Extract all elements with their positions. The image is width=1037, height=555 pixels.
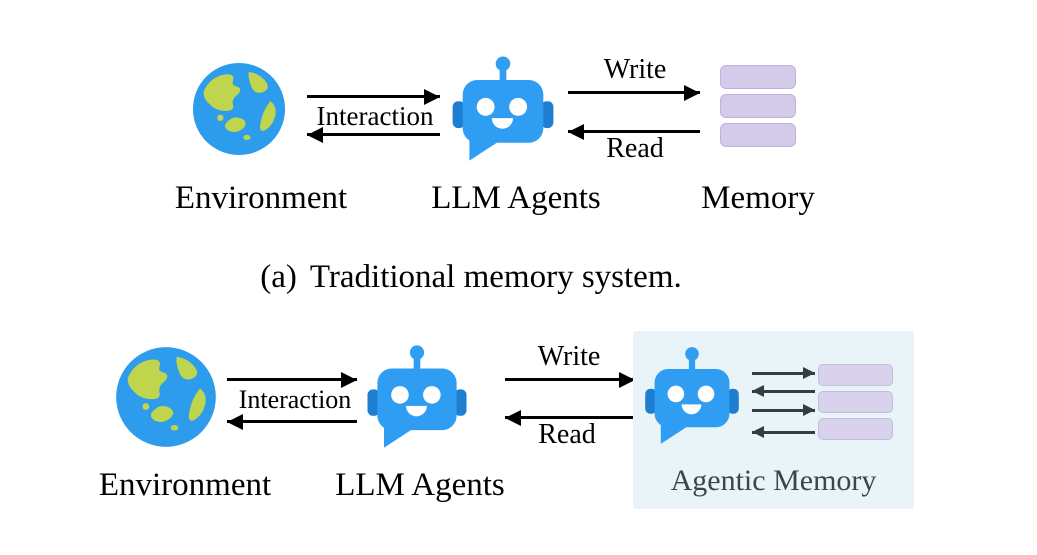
robot-icon [639, 343, 745, 447]
interaction-arrow-right [307, 88, 440, 105]
write-arrow [505, 371, 635, 388]
read-label: Read [606, 133, 664, 164]
earth-icon [190, 60, 288, 158]
memory-slot [818, 391, 893, 413]
write-label: Write [537, 341, 601, 372]
read-arrow [568, 123, 700, 140]
read-arrow [505, 409, 635, 426]
caption-index: (a) [260, 259, 297, 295]
interaction-label: Interaction [238, 385, 352, 414]
agentic-read-arrow [752, 385, 815, 397]
interaction-label: Interaction [316, 101, 434, 131]
agentic-memory-label: Agentic Memory [670, 464, 877, 497]
memory-stack-icon [720, 65, 796, 152]
agentic-read-arrow [752, 426, 815, 438]
environment-label: Environment [98, 467, 272, 503]
memory-label: Memory [701, 180, 815, 216]
interaction-arrow-right [227, 371, 357, 388]
memory-slot [818, 364, 893, 386]
memory-slot [818, 418, 893, 440]
figure-caption: (a) Traditional memory system. [171, 259, 771, 295]
robot-icon [361, 341, 473, 451]
agentic-write-arrow [752, 404, 815, 416]
memory-slot [720, 65, 796, 89]
write-label: Write [603, 54, 667, 85]
llm-agents-label: LLM Agents [431, 180, 601, 216]
read-label: Read [538, 419, 596, 450]
memory-slot [720, 94, 796, 118]
caption-text: Traditional memory system. [309, 259, 682, 295]
memory-stack-icon [818, 364, 893, 445]
robot-icon [446, 52, 560, 164]
memory-slot [720, 123, 796, 147]
interaction-arrow-left [307, 126, 440, 143]
interaction-arrow-left [227, 413, 357, 430]
llm-agents-label: LLM Agents [335, 467, 505, 503]
write-arrow [568, 84, 700, 101]
earth-icon [113, 344, 219, 450]
agentic-write-arrow [752, 367, 815, 379]
environment-label: Environment [174, 180, 348, 216]
